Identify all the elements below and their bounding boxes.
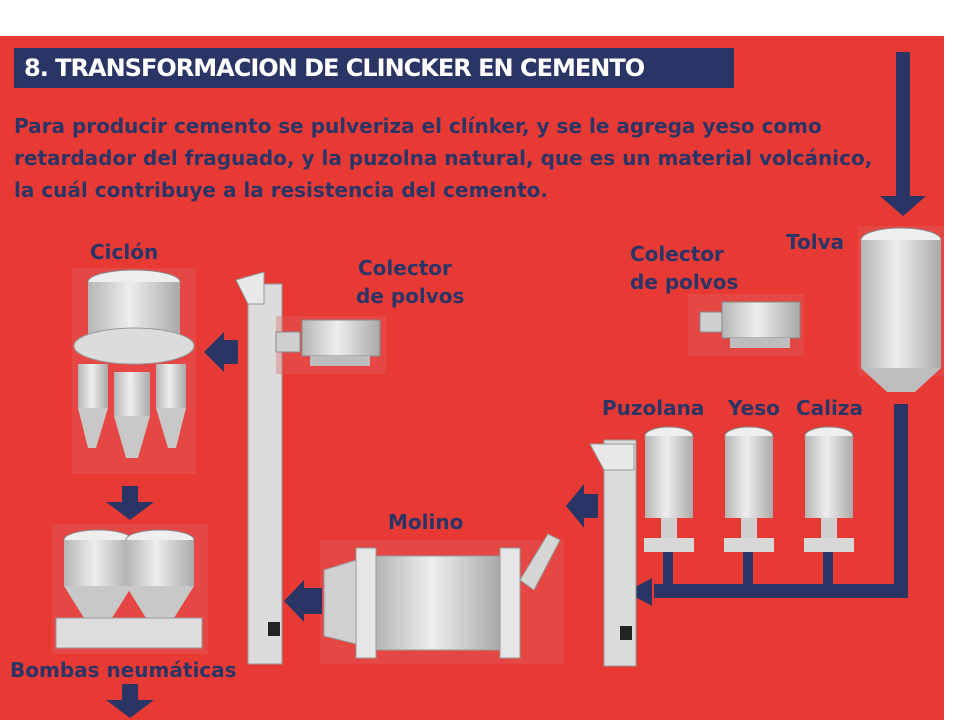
label-molino: Molino [388,510,464,534]
silo-puzolana-icon [644,426,694,586]
arrow-out-bottom-icon [106,684,154,718]
title-bar [14,48,734,88]
label-ciclon: Ciclón [90,240,159,264]
arrow-to-left-elevator-icon [284,580,322,622]
label-bombas-neumaticas: Bombas neumáticas [10,658,237,682]
ciclon-cyclone-icon [72,268,196,474]
intro-text: Para producir cemento se pulveriza el cl… [14,114,873,202]
feed-arrow-icon [880,52,926,216]
right-dust-collector-icon [688,294,804,356]
label-colector-left-1: Colector [358,256,452,280]
arrow-to-cyclone-icon [204,332,238,372]
tolva-hopper-icon [858,226,944,392]
left-bucket-elevator-icon [235,271,283,665]
label-tolva: Tolva [786,230,845,254]
arrow-to-mill-icon [566,484,598,528]
page-title: 8. TRANSFORMACION DE CLINCKER EN CEMENTO [24,54,645,82]
label-yeso: Yeso [728,396,780,420]
right-bucket-elevator-icon [589,439,637,667]
label-caliza: Caliza [796,396,864,420]
silo-yeso-icon [724,426,774,586]
silo-caliza-icon [804,426,854,586]
label-colector-right-2: de polvos [630,270,739,294]
molino-mill-icon [320,533,564,664]
left-dust-collector-icon [275,316,386,374]
label-colector-left-2: de polvos [356,284,465,308]
label-puzolana: Puzolana [602,396,705,420]
arrow-to-pumps-icon [106,486,154,520]
tolva-feed-line-icon [626,404,908,606]
label-colector-right-1: Colector [630,242,724,266]
bombas-neumaticas-icon [52,524,208,654]
